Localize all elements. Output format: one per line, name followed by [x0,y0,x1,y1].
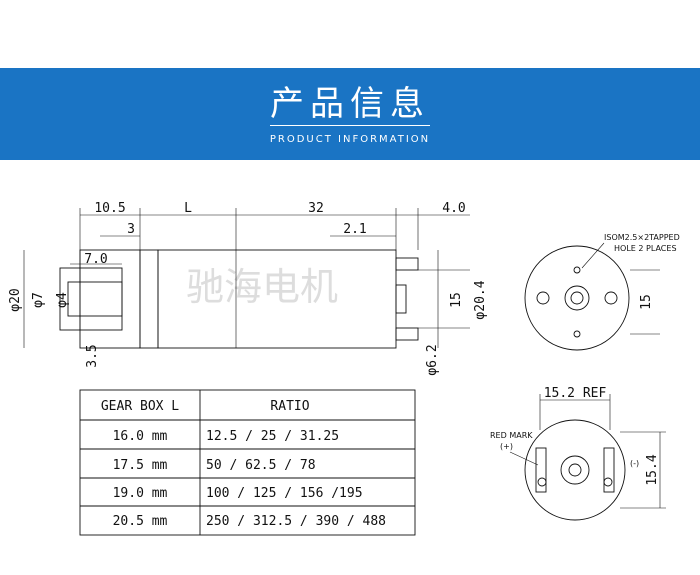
title-divider [270,125,430,126]
red-mark-label: RED MARK [490,431,533,440]
dim-phi-4: φ4 [55,292,70,308]
dim-l: L [184,201,192,216]
dim-phi-20-4: φ20.4 [473,280,488,319]
dim-2-1: 2.1 [343,222,366,237]
gearbox-table: GEAR BOX L RATIO 16.0 mm 12.5 / 25 / 31.… [79,389,416,536]
table-cell-l-4: 20.5 mm [113,514,168,529]
dim-4-0: 4.0 [442,201,465,216]
table-cell-ratio-1: 12.5 / 25 / 31.25 [206,429,339,444]
plus-label: (+) [500,442,513,451]
dim-3-5: 3.5 [85,344,100,367]
rear-ref: 15.2 REF [544,386,607,401]
front-note-line2: HOLE 2 PLACES [614,244,677,253]
dim-15-front: 15 [639,294,654,310]
page-subtitle: PRODUCT INFORMATION [269,134,431,145]
rear-view: 15.2 REF RED MARK (+) (-) 15.4 [490,386,666,521]
table-cell-l-1: 16.0 mm [113,429,168,444]
page-title: 产品信息 [270,84,430,124]
table-cell-ratio-2: 50 / 62.5 / 78 [206,458,316,473]
table-cell-ratio-4: 250 / 312.5 / 390 / 488 [206,514,386,529]
header-banner: 产品信息 PRODUCT INFORMATION [0,68,700,160]
watermark-text: 驰海电机 [186,265,338,309]
dim-7-0: 7.0 [84,252,107,267]
dim-phi-7: φ7 [31,292,46,308]
front-note-line1: ISOM2.5×2TAPPED [604,233,680,242]
side-view: 10.5 L 32 4.0 3 2.1 7.0 φ20 φ7 φ4 3.5 15 [8,201,488,376]
dim-3: 3 [127,222,135,237]
dim-15-4: 15.4 [645,454,660,485]
dim-phi-6-2: φ6.2 [425,344,440,375]
minus-label: (-) [630,459,639,468]
table-header-gearbox: GEAR BOX L [101,399,179,414]
front-view: ISOM2.5×2TAPPED HOLE 2 PLACES 15 [524,233,680,351]
table-header-ratio: RATIO [270,399,309,414]
table-cell-l-3: 19.0 mm [113,486,168,501]
dim-15-side: 15 [449,292,464,308]
dim-32: 32 [308,201,324,216]
dim-10-5: 10.5 [94,201,125,216]
dim-phi-20: φ20 [8,288,23,311]
table-cell-l-2: 17.5 mm [113,458,168,473]
table-cell-ratio-3: 100 / 125 / 156 /195 [206,486,363,501]
